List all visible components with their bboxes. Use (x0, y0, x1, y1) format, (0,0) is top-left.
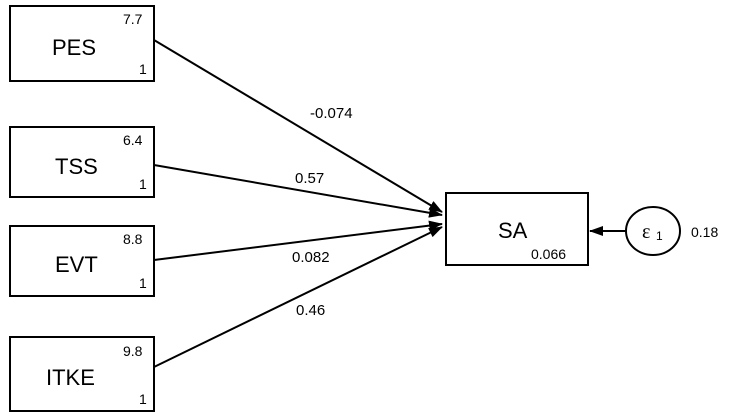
variable-scale: 1 (139, 391, 147, 407)
path-tss-to-sa (153, 164, 443, 218)
error-symbol: ε (642, 221, 650, 243)
variable-box-itke: ITKE 9.8 1 (9, 336, 155, 412)
coef-pes: -0.074 (310, 105, 353, 122)
variable-name: EVT (55, 252, 98, 277)
path-itke-to-sa (153, 226, 443, 368)
variable-box-evt: EVT 8.8 1 (9, 225, 155, 297)
coef-itke: 0.46 (296, 302, 325, 319)
variable-scale: 1 (139, 176, 147, 192)
error-subscript: 1 (656, 229, 663, 243)
variable-mean: 6.4 (123, 132, 143, 148)
outcome-intercept: 0.066 (531, 246, 566, 262)
variable-name: TSS (55, 154, 98, 179)
variable-scale: 1 (139, 275, 147, 291)
error-variance: 0.18 (691, 224, 718, 240)
variable-mean: 7.7 (123, 11, 143, 27)
variable-name: ITKE (46, 365, 95, 390)
outcome-name: SA (498, 218, 528, 243)
variable-mean: 9.8 (123, 343, 143, 359)
variable-box-tss: TSS 6.4 1 (9, 126, 155, 198)
variable-name: PES (52, 35, 96, 60)
variable-mean: 8.8 (123, 231, 143, 247)
variable-scale: 1 (139, 61, 147, 77)
variable-box-pes: PES 7.7 1 (9, 5, 155, 82)
path-pes-to-sa (153, 39, 443, 213)
coef-tss: 0.57 (295, 170, 324, 187)
coef-evt: 0.082 (292, 249, 330, 266)
path-evt-to-sa (153, 220, 443, 261)
error-term: ε 1 0.18 (625, 206, 718, 256)
outcome-box-sa: SA 0.066 (445, 192, 589, 266)
